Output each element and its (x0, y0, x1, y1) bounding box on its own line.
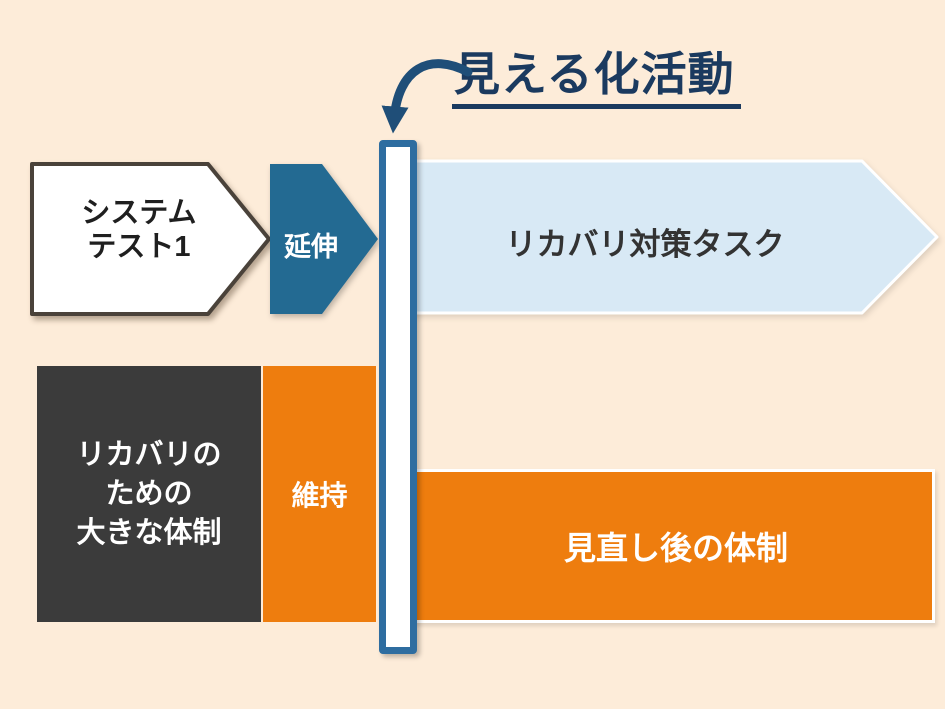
maintain-label: 維持 (291, 480, 348, 511)
revised-org-box: 見直し後の体制 (397, 469, 935, 623)
extension-chevron (270, 164, 378, 314)
recovery-org-label: リカバリの ための 大きな体制 (76, 438, 222, 549)
extension-label: 延伸 (284, 232, 338, 262)
system-test-chevron (30, 162, 271, 316)
recovery-task-label: リカバリ対策タスク (505, 227, 785, 262)
system-test-label: システム テスト1 (81, 197, 197, 263)
maintain-box: 維持 (263, 366, 376, 622)
recovery-org-box: リカバリの ための 大きな体制 (37, 366, 261, 622)
curved-arrow-icon (381, 59, 473, 134)
milestone-bar (379, 140, 417, 654)
recovery-task-arrow (400, 159, 939, 315)
revised-org-label: 見直し後の体制 (563, 530, 788, 566)
page-title: 見える化活動 (452, 50, 741, 110)
